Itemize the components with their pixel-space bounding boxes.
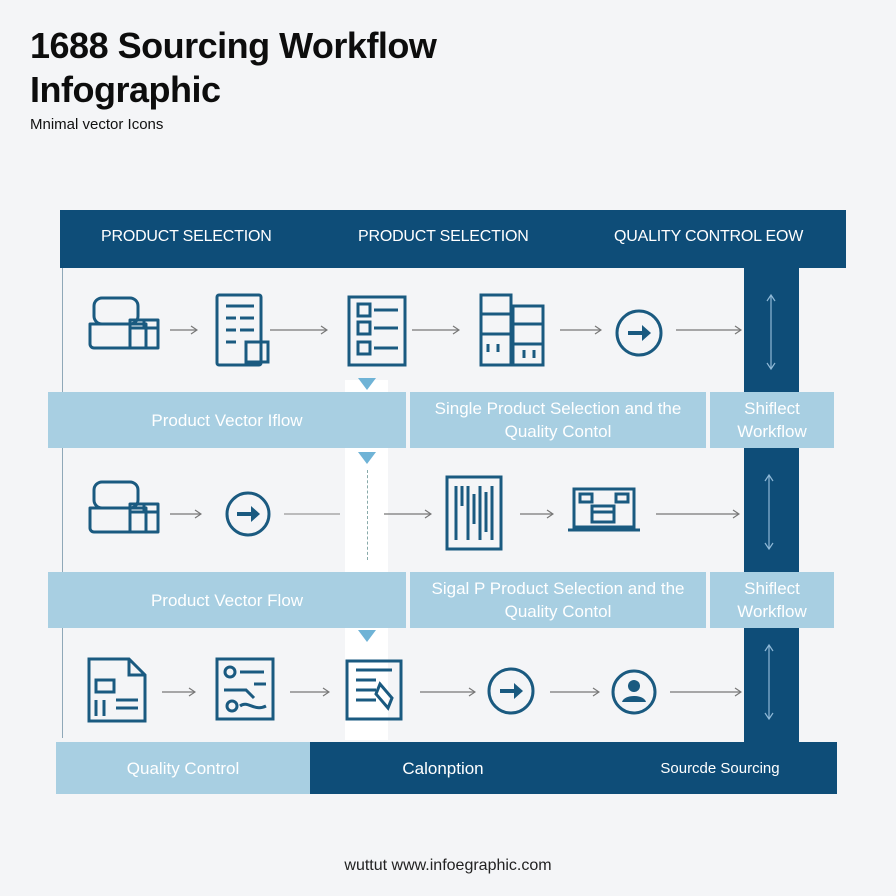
down-triangle-marker: [358, 452, 376, 464]
flow-arrow-icon: [162, 687, 196, 697]
vertical-double-arrow-icon: [764, 643, 774, 721]
down-triangle-marker: [358, 378, 376, 390]
header-product-selection-2: PRODUCT SELECTION: [358, 228, 529, 245]
flow-arrow-icon: [670, 687, 742, 697]
flow-arrow-icon: [656, 509, 740, 519]
down-triangle-marker: [358, 630, 376, 642]
file-document-icon: [87, 657, 147, 723]
band2-center-label: Sigal P Product Selection and the Qualit…: [410, 572, 706, 628]
header-quality-control: QUALITY CONTROL EOW: [614, 228, 804, 245]
column-header-bar: [60, 210, 846, 268]
band2-left-label: Product Vector Flow: [48, 572, 406, 628]
band1-right-label: Shiflect Workflow: [710, 392, 834, 448]
flow-arrow-icon: [284, 513, 340, 515]
footer-quality-control: Quality Control: [56, 742, 310, 794]
flow-arrow-icon: [420, 687, 476, 697]
barcode-sheet-icon: [445, 475, 503, 551]
header-product-selection-1: PRODUCT SELECTION: [101, 228, 272, 245]
flow-arrow-icon: [676, 325, 742, 335]
form-checklist-icon: [347, 295, 407, 367]
flow-arrow-icon: [384, 509, 432, 519]
arrow-circle-icon: [615, 309, 663, 357]
footer-navy-bar: [310, 742, 837, 794]
laptop-package-icon: [568, 487, 640, 532]
flow-arrow-icon: [560, 325, 602, 335]
flow-arrow-icon: [170, 509, 202, 519]
document-list-icon: [215, 293, 270, 367]
band2-right-label: Shiflect Workflow: [710, 572, 834, 628]
website-url: wuttut www.infoegraphic.com: [344, 857, 552, 874]
checklist-pen-icon: [345, 659, 403, 721]
vertical-double-arrow-icon: [764, 473, 774, 551]
flow-arrow-icon: [270, 325, 328, 335]
laptop-box-icon: [88, 296, 160, 350]
vertical-double-arrow-icon: [766, 293, 776, 371]
flow-arrow-icon: [550, 687, 600, 697]
dashed-connector: [367, 470, 368, 560]
footer-sourcing: Sourcde Sourcing: [660, 759, 780, 777]
server-cabinet-icon: [479, 293, 545, 367]
band1-center-label: Single Product Selection and the Quality…: [410, 392, 706, 448]
arrow-circle-icon: [225, 491, 271, 537]
left-rail: [62, 268, 63, 738]
flow-arrow-icon: [520, 509, 554, 519]
laptop-box-icon: [88, 480, 160, 534]
flow-arrow-icon: [412, 325, 460, 335]
flow-arrow-icon: [290, 687, 330, 697]
page-title: 1688 Sourcing Workflow Infographic: [30, 25, 437, 110]
page-subtitle: Mnimal vector Icons: [30, 116, 164, 133]
inspector-circle-icon: [611, 669, 657, 715]
arrow-circle-icon: [487, 667, 535, 715]
flow-arrow-icon: [170, 325, 198, 335]
workflow-board-icon: [215, 657, 275, 721]
band1-left-label: Product Vector Iflow: [48, 392, 406, 448]
footer-calonption: Calonption: [402, 758, 484, 778]
